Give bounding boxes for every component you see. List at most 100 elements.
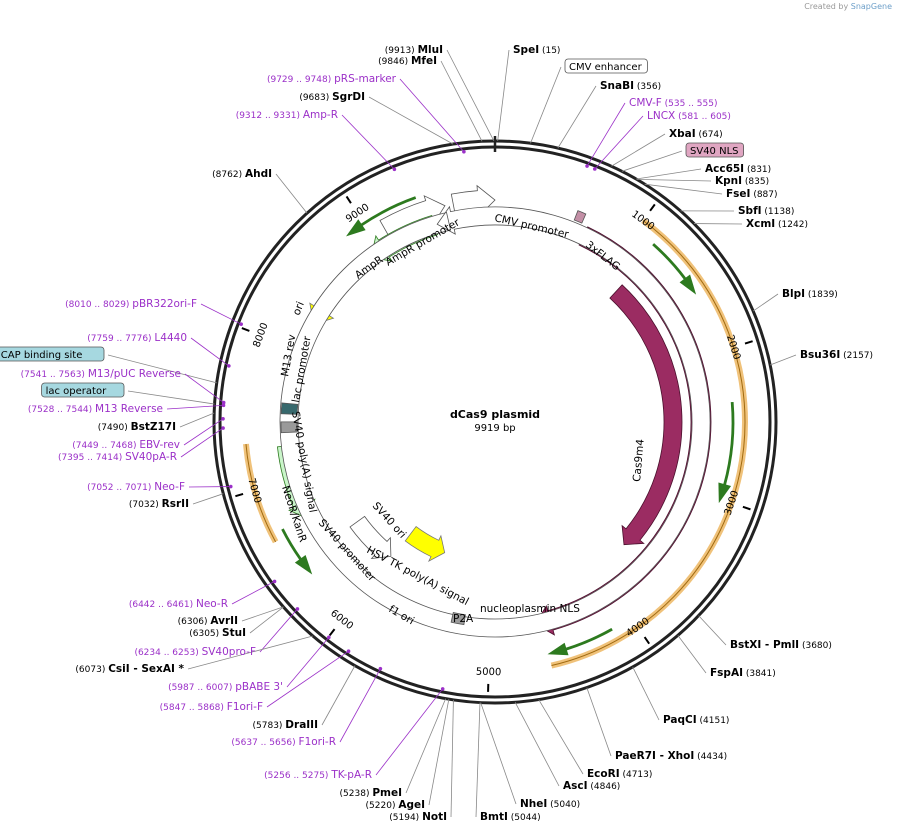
label-box-lac-operator: [41, 382, 125, 398]
site-label-stui[interactable]: (6305) StuI: [189, 627, 246, 639]
f1-ori-arrow: [404, 526, 446, 563]
leader-spei: [497, 49, 510, 142]
site-label-noti[interactable]: (5194) NotI: [389, 811, 447, 823]
site-label-ecori[interactable]: EcoRI (4713): [587, 768, 652, 780]
site-label-rsrii[interactable]: (7032) RsrII: [129, 498, 189, 510]
leader-cmv-f: [586, 102, 626, 167]
label-text-acc65i: Acc65I (831): [705, 163, 771, 175]
site-label-l4440[interactable]: (7759 .. 7776) L4440: [87, 332, 187, 344]
site-label-lac-operator[interactable]: lac operator: [41, 382, 125, 398]
site-label-pmei[interactable]: (5238) PmeI: [340, 787, 402, 799]
feature-arrows: [276, 184, 735, 656]
tick-9000: [345, 195, 352, 204]
site-label-cap-binding-site[interactable]: CAP binding site: [0, 346, 105, 362]
site-label-fsei[interactable]: FseI (887): [726, 188, 778, 200]
leader-ebv-rev: [183, 418, 224, 446]
label-text-mlui: (9913) MluI: [385, 44, 443, 56]
site-label-m13-reverse[interactable]: (7528 .. 7544) M13 Reverse: [28, 403, 163, 415]
primer-mark-pbabe-3: [327, 635, 331, 640]
label-text-l4440: (7759 .. 7776) L4440: [87, 332, 187, 344]
site-label-mfei[interactable]: (9846) MfeI: [378, 55, 437, 67]
site-label-sv40pa-r[interactable]: (7395 .. 7414) SV40pA-R: [58, 451, 177, 463]
leader-bstz17i: [179, 412, 215, 428]
leader-tk-pa-r: [375, 688, 444, 776]
label-text-lac-operator: lac operator: [46, 386, 107, 397]
site-label-mlui[interactable]: (9913) MluI: [385, 44, 443, 56]
site-label-asci[interactable]: AscI (4846): [563, 780, 620, 792]
site-label-fspai[interactable]: FspAI (3841): [710, 667, 776, 679]
site-label-prs-marker[interactable]: (9729 .. 9748) pRS-marker: [267, 73, 397, 85]
site-label-spei[interactable]: SpeI (15): [513, 44, 560, 56]
leader-m13-puc-reverse: [184, 373, 224, 403]
site-label-amp-r[interactable]: (9312 .. 9331) Amp-R: [236, 109, 338, 121]
leader-m13-reverse: [166, 404, 224, 410]
label-text-m13-puc-reverse: (7541 .. 7563) M13/pUC Reverse: [21, 368, 181, 380]
site-label-ebv-rev[interactable]: (7449 .. 7468) EBV-rev: [72, 439, 180, 451]
site-label-pbr322ori-f[interactable]: (8010 .. 8029) pBR322ori-F: [65, 298, 197, 310]
site-label-ahdi[interactable]: (8762) AhdI: [212, 168, 272, 180]
leader-fsei: [644, 183, 723, 195]
site-label-pbabe-3[interactable]: (5987 .. 6007) pBABE 3': [168, 681, 283, 693]
site-label-bsu36i[interactable]: Bsu36I (2157): [800, 349, 873, 361]
site-label-f1ori-f[interactable]: (5847 .. 5868) F1ori-F: [160, 701, 263, 713]
site-label-avrii[interactable]: (6306) AvrII: [178, 615, 238, 627]
cas9-label: Cas9: [704, 462, 720, 490]
site-label-neo-f[interactable]: (7052 .. 7071) Neo-F: [87, 481, 185, 493]
site-label-bstz17i[interactable]: (7490) BstZ17I: [98, 421, 176, 433]
tick-label-8000: 8000: [251, 321, 270, 349]
tick-3000: [742, 505, 751, 511]
orange-highlight-line-0: [551, 220, 746, 667]
site-label-csii-sexai[interactable]: (6073) CsiI - SexAI *: [75, 663, 184, 675]
brand-product: SnapGene: [850, 2, 892, 11]
site-label-cmv-f[interactable]: CMV-F (535 .. 555): [629, 97, 717, 109]
ampr-promoter-arrow: [279, 205, 711, 638]
tick-4000: [643, 636, 651, 645]
site-label-agei[interactable]: (5220) AgeI: [366, 799, 425, 811]
site-label-sbfi[interactable]: SbfI (1138): [738, 205, 794, 217]
primer-mark-l4440: [227, 364, 231, 368]
plasmid-name: dCas9 plasmid: [450, 408, 540, 421]
feature-highlights: [242, 218, 748, 669]
site-label-bstxi-pmli[interactable]: BstXI - PmlI (3680): [730, 639, 832, 651]
site-label-neo-r[interactable]: (6442 .. 6461) Neo-R: [129, 598, 228, 610]
label-text-nhei: NheI (5040): [520, 798, 580, 810]
leader-f1ori-r: [339, 668, 381, 743]
site-label-sv40pro-f[interactable]: (6234 .. 6253) SV40pro-F: [134, 646, 256, 658]
site-label-bmti[interactable]: BmtI (5044): [480, 811, 541, 823]
site-label-lncx[interactable]: LNCX (581 .. 605): [647, 110, 731, 122]
site-label-snabi[interactable]: SnaBI (356): [600, 80, 661, 92]
site-label-cmv-enhancer[interactable]: CMV enhancer: [564, 58, 648, 74]
site-label-nhei[interactable]: NheI (5040): [520, 798, 580, 810]
primer-mark-pbr322ori-f: [239, 322, 243, 326]
site-label-xbai[interactable]: XbaI (674): [669, 128, 723, 140]
site-label-tk-pa-r[interactable]: (5256 .. 5275) TK-pA-R: [264, 769, 372, 781]
label-text-mfei: (9846) MfeI: [378, 55, 437, 67]
site-label-xcmi[interactable]: XcmI (1242): [746, 218, 808, 230]
ori-label: ori: [291, 300, 307, 317]
site-label-m13-puc-reverse[interactable]: (7541 .. 7563) M13/pUC Reverse: [21, 368, 181, 380]
label-text-cap-binding-site: CAP binding site: [1, 350, 83, 361]
site-label-paer7i-xhoi[interactable]: PaeR7I - XhoI (4434): [615, 750, 727, 762]
site-label-f1ori-r[interactable]: (5637 .. 5656) F1ori-R: [231, 736, 336, 748]
label-text-kpni: KpnI (835): [715, 175, 769, 187]
site-label-sv40-nls[interactable]: SV40 NLS: [685, 142, 744, 158]
cas9m4-label: Cas9m4: [631, 438, 647, 482]
site-label-kpni[interactable]: KpnI (835): [715, 175, 769, 187]
leader-sgrdi: [368, 96, 454, 145]
leader-mlui: [446, 49, 495, 142]
leader-draiii: [321, 665, 356, 726]
site-label-draiii[interactable]: (5783) DraIII: [253, 719, 319, 731]
sv40-promoter-arrow: [349, 515, 392, 559]
cas9m4-arrow: [609, 284, 683, 546]
site-label-paqci[interactable]: PaqCI (4151): [663, 714, 729, 726]
leader-sv40pro-f: [259, 608, 298, 653]
site-label-blpi[interactable]: BlpI (1839): [782, 288, 838, 300]
site-label-sgrdi[interactable]: (9683) SgrDI: [299, 91, 365, 103]
leader-acc65i: [636, 168, 702, 180]
snapgene-brand: Created by SnapGene: [804, 2, 892, 11]
leader-pmei: [405, 698, 447, 794]
primer-mark-tk-pa-r: [440, 687, 445, 691]
site-label-acc65i[interactable]: Acc65I (831): [705, 163, 771, 175]
leader-noti: [450, 699, 454, 818]
label-text-snabi: SnaBI (356): [600, 80, 661, 92]
